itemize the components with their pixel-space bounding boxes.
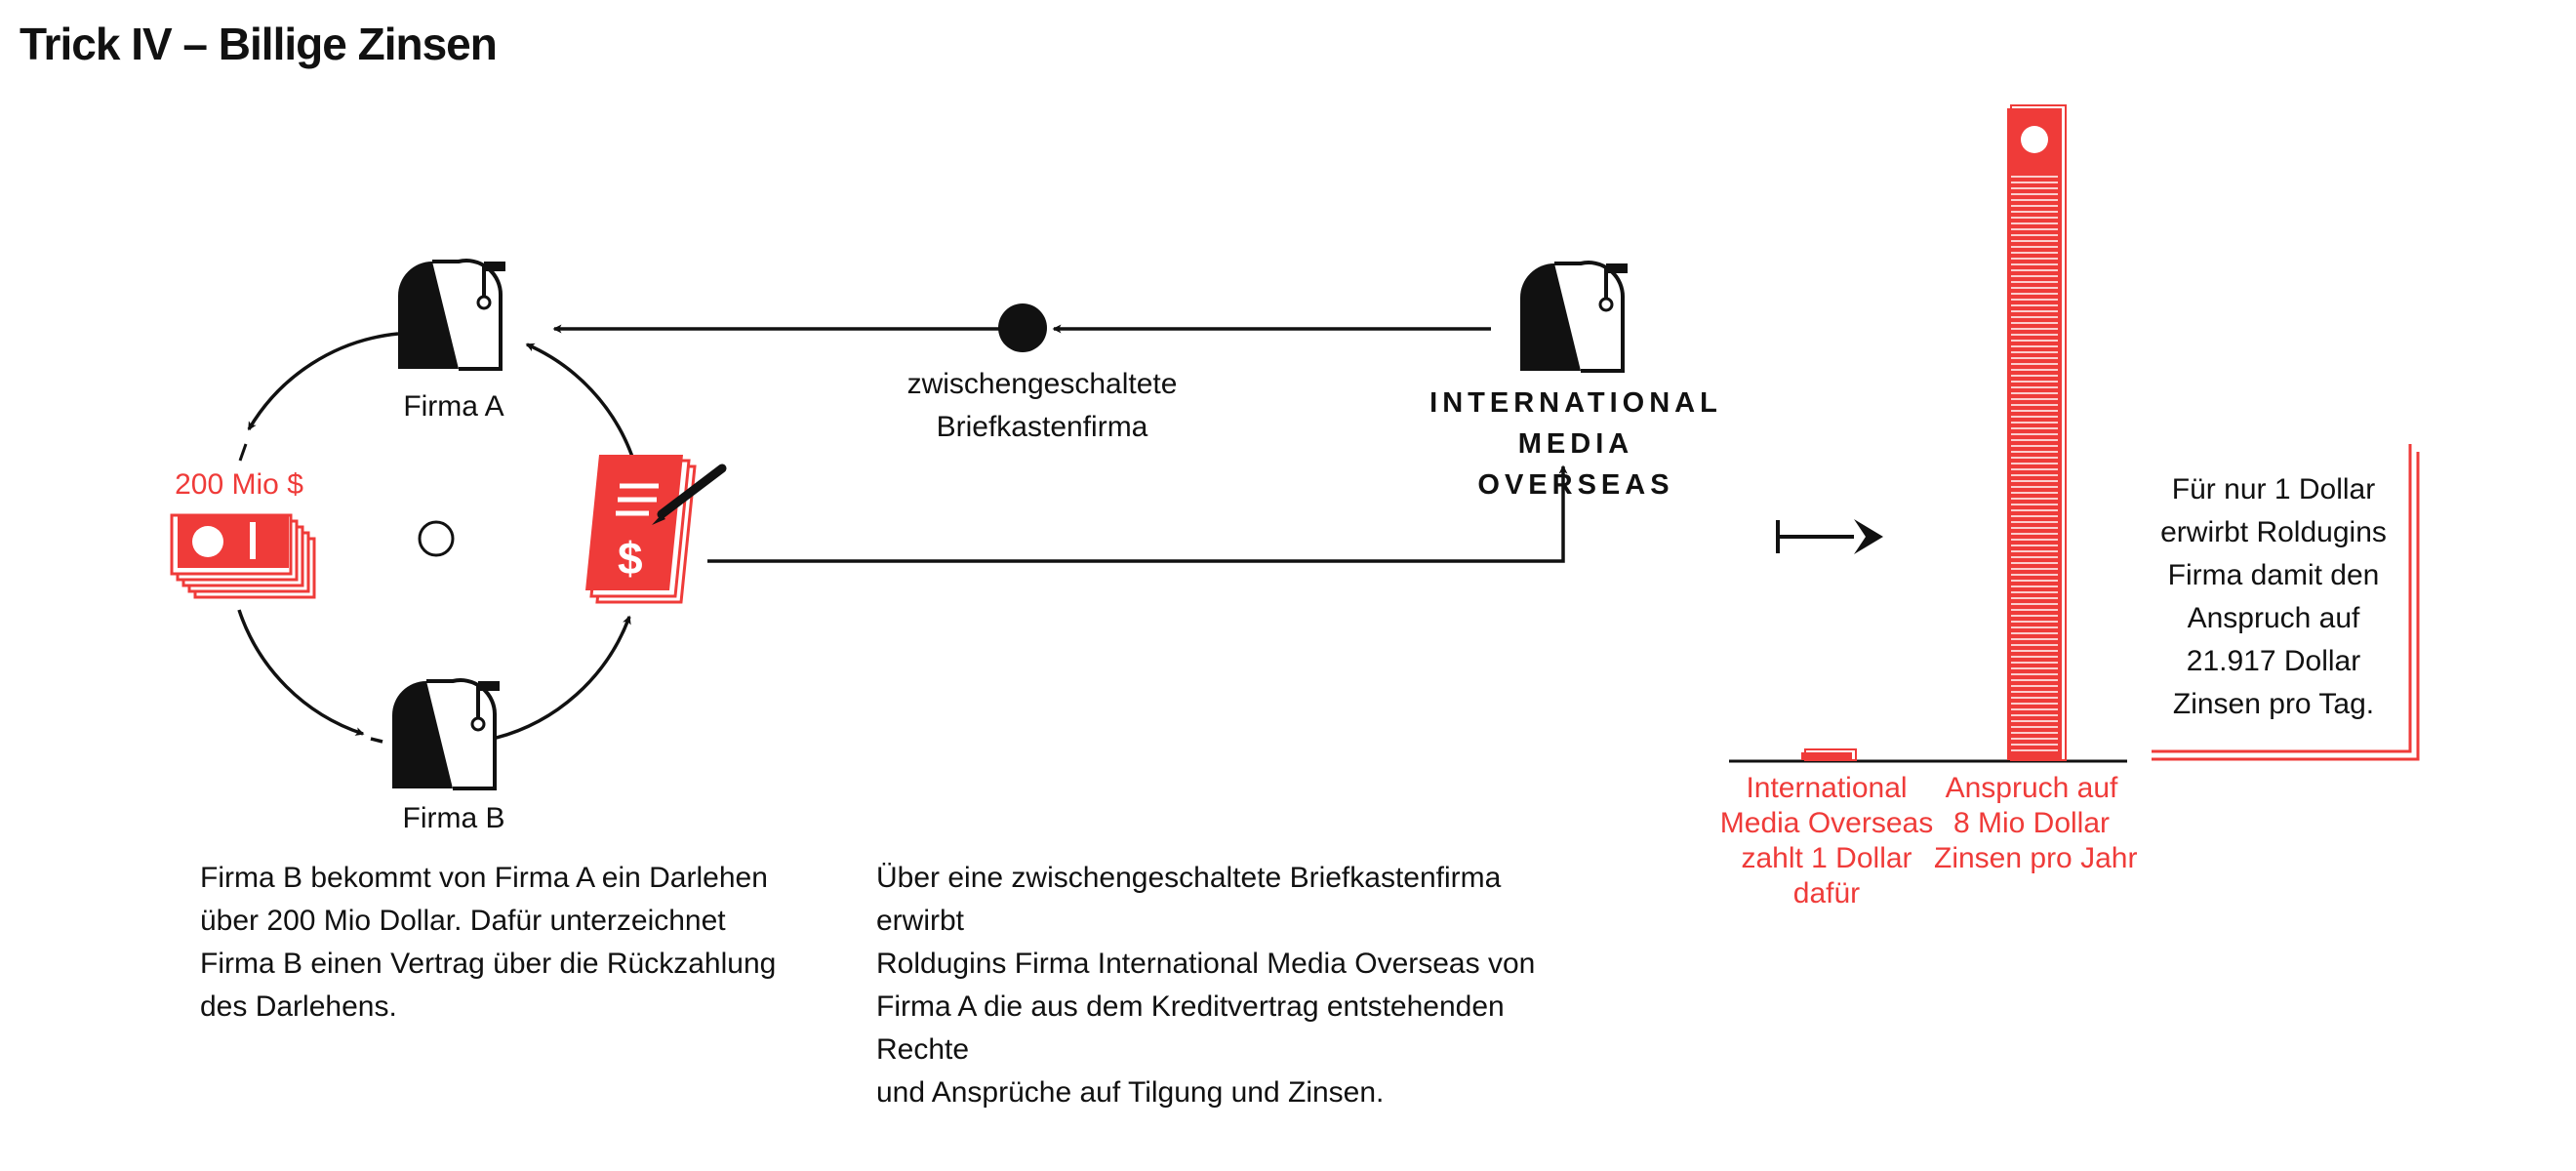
cycle-arc-a-to-money — [247, 332, 399, 431]
bar-label-line: Media Overseas — [1719, 807, 1934, 839]
imo-label-line: MEDIA OVERSEAS — [1477, 428, 1674, 501]
mailbox-icon — [1520, 261, 1628, 373]
callout-line: 21.917 Dollar — [2186, 645, 2361, 677]
bar-label-line: Anspruch auf — [1945, 772, 2118, 804]
cycle-arc-money-to-b — [237, 609, 365, 736]
shell-label-line: zwischengeschaltete — [906, 368, 1178, 400]
bar-label-line: dafür — [1792, 877, 1861, 909]
bar-label-claim: Anspruch auf 8 Mio Dollar Zinsen pro Jah… — [1934, 771, 2138, 876]
callout-line: Firma damit den — [2167, 559, 2380, 591]
imo-label-line: INTERNATIONAL — [1429, 387, 1722, 419]
banknote-stack-icon — [170, 513, 316, 599]
shell-company-label: zwischengeschaltete Briefkastenfirma — [896, 363, 1188, 449]
bar-label-line: zahlt 1 Dollar — [1741, 842, 1912, 874]
cycle-arc-contract-to-a — [525, 343, 634, 458]
cycle-center-marker — [418, 520, 455, 557]
mailbox-icon — [398, 259, 505, 371]
banknote-icon — [2021, 126, 2048, 153]
caption-line: über 200 Mio Dollar. Dafür unterzeichnet — [200, 905, 726, 937]
mailbox-icon — [392, 678, 500, 790]
arrow-icon — [1776, 519, 1883, 554]
bar-label-line: Zinsen pro Jahr — [1934, 842, 2138, 874]
caption-loan: Firma B bekommt von Firma A ein Darlehen… — [200, 857, 785, 1029]
imo-label: INTERNATIONAL MEDIA OVERSEAS — [1415, 383, 1737, 505]
shell-label-line: Briefkastenfirma — [936, 411, 1148, 443]
caption-line: des Darlehens. — [200, 990, 397, 1023]
bar-label-line: International — [1746, 772, 1908, 804]
bar-payment — [1801, 752, 1852, 760]
caption-transfer: Über eine zwischengeschaltete Briefkaste… — [876, 857, 1579, 1114]
firma-a-label: Firma A — [403, 390, 504, 423]
bar-label-payment: International Media Overseas zahlt 1 Dol… — [1719, 771, 1934, 911]
caption-line: und Ansprüche auf Tilgung und Zinsen. — [876, 1076, 1385, 1109]
caption-line: Firma A die aus dem Kreditvertrag entste… — [876, 990, 1505, 1066]
caption-line: Roldugins Firma International Media Over… — [876, 948, 1536, 980]
pen-icon — [652, 464, 727, 525]
caption-line: Über eine zwischengeschaltete Briefkaste… — [876, 862, 1502, 937]
contract-icon: $ — [585, 455, 697, 604]
callout-bracket — [2152, 444, 2420, 761]
callout-text: Für nur 1 Dollar erwirbt Roldugins Firma… — [2147, 468, 2400, 726]
callout-line: erwirbt Roldugins — [2160, 516, 2387, 548]
caption-line: Firma B einen Vertrag über die Rückzahlu… — [200, 948, 777, 980]
arrow-contract-to-imo — [707, 464, 1568, 563]
bar-label-line: 8 Mio Dollar — [1952, 807, 2111, 839]
page-title: Trick IV – Billige Zinsen — [20, 19, 498, 69]
caption-line: Firma B bekommt von Firma A ein Darlehen — [200, 862, 768, 894]
shell-company-node — [998, 303, 1047, 352]
callout-line: Anspruch auf — [2187, 602, 2360, 634]
svg-text:$: $ — [618, 533, 643, 584]
loan-amount-label: 200 Mio $ — [175, 468, 303, 501]
callout-line: Für nur 1 Dollar — [2171, 473, 2376, 505]
cycle-arc-b-to-contract — [492, 615, 631, 741]
callout-line: Zinsen pro Tag. — [2172, 688, 2375, 720]
firma-b-label: Firma B — [402, 802, 505, 834]
